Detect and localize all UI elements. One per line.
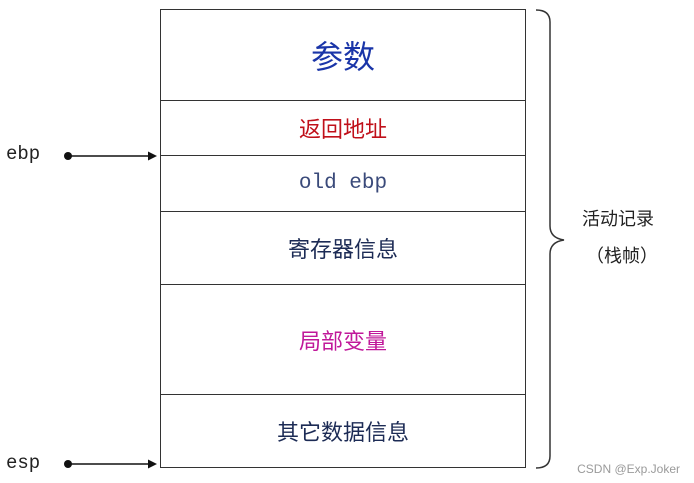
stack-frame-label: （栈帧） (586, 246, 658, 267)
row-label: 返回地址 (298, 118, 387, 143)
stack-frame-table: 参数 返回地址 old ebp 寄存器信息 局部变量 其它数据信息 (160, 9, 526, 468)
activation-record-brace (535, 9, 565, 469)
row-register-info: 寄存器信息 (161, 212, 525, 285)
activation-record-label: 活动记录 (582, 209, 654, 230)
esp-label: esp (6, 452, 41, 474)
row-label: 参数 (310, 38, 375, 76)
watermark: CSDN @Exp.Joker (577, 462, 680, 476)
row-local-variables: 局部变量 (161, 285, 525, 395)
row-other-data: 其它数据信息 (161, 395, 525, 467)
ebp-arrow (64, 151, 157, 161)
esp-arrow (64, 459, 157, 469)
row-label: 其它数据信息 (276, 421, 409, 446)
ebp-label: ebp (6, 143, 41, 165)
row-return-address: 返回地址 (161, 101, 525, 156)
row-label: 寄存器信息 (287, 238, 398, 263)
row-label: 局部变量 (298, 329, 387, 355)
row-old-ebp: old ebp (161, 156, 525, 212)
row-label: old ebp (298, 172, 388, 195)
row-parameters: 参数 (161, 10, 525, 101)
